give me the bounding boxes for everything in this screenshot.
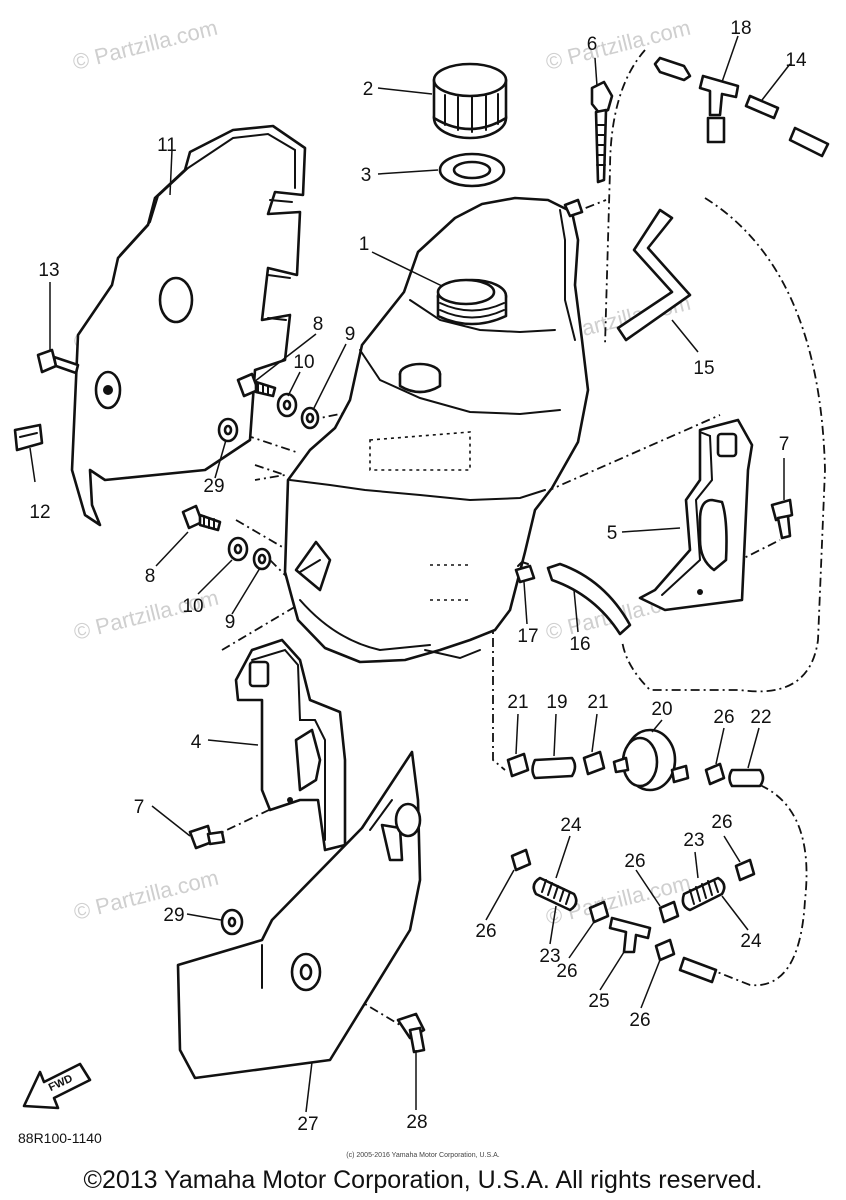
fuel-tank (283, 196, 590, 664)
callout-14: 14 (785, 50, 807, 71)
callout-6: 6 (587, 34, 598, 55)
callout-26: 26 (475, 921, 496, 942)
callout-22: 22 (750, 707, 771, 728)
leader-lines (29, 35, 791, 1113)
callout-13: 13 (38, 260, 59, 281)
copyright-notice: ©2013 Yamaha Motor Corporation, U.S.A. A… (84, 1166, 763, 1194)
hose-clamp-26-e (734, 858, 756, 882)
callout-3: 3 (361, 165, 372, 186)
callout-8: 8 (145, 566, 156, 587)
breather-hose (616, 208, 692, 342)
collar-9-lower (252, 547, 272, 571)
callout-29: 29 (203, 476, 224, 497)
bolt-7-right (770, 498, 794, 540)
t-joint (698, 74, 740, 117)
grommet-29-upper (217, 417, 239, 443)
t-joint-25 (608, 916, 652, 954)
callout-16: 16 (569, 634, 590, 655)
callout-20: 20 (651, 699, 672, 720)
hose-clamp-21-left (506, 752, 530, 778)
callout-21: 21 (507, 692, 528, 713)
callout-18: 18 (730, 18, 751, 39)
callout-24: 24 (560, 815, 582, 836)
hose-clamp-21-right (582, 750, 606, 776)
collar-9-upper (300, 406, 320, 430)
callout-7: 7 (134, 797, 145, 818)
forward-arrow-icon: FWD (22, 1062, 92, 1110)
bolt-7-left (188, 824, 226, 850)
callout-5: 5 (607, 523, 618, 544)
watermark: © Partzilla.com (70, 15, 220, 75)
callout-9: 9 (225, 612, 236, 633)
bolt-8-upper (236, 372, 277, 398)
bracket-left (234, 638, 347, 852)
callout-12: 12 (29, 502, 50, 523)
callout-26: 26 (711, 812, 732, 833)
fuel-filter (612, 728, 690, 792)
bolt-13 (36, 348, 80, 375)
callout-23: 23 (683, 830, 704, 851)
callout-4: 4 (191, 732, 202, 753)
callout-26: 26 (624, 851, 645, 872)
callout-27: 27 (297, 1114, 318, 1135)
hose-22 (728, 768, 765, 788)
hose-clamp-26-a (704, 762, 726, 786)
side-cover-lower (176, 750, 422, 1080)
callout-21: 21 (587, 692, 608, 713)
hose-clamp-26-c (588, 900, 610, 924)
callout-7: 7 (779, 434, 790, 455)
grommet-29-lower (220, 908, 244, 936)
hose-clamp-26-f (654, 938, 676, 962)
fuel-hose-16 (546, 562, 632, 636)
callout-29: 29 (163, 905, 184, 926)
hose-24-left (532, 876, 578, 912)
callout-25: 25 (588, 991, 609, 1012)
callout-9: 9 (345, 324, 356, 345)
side-cover-left (70, 124, 307, 527)
callout-2: 2 (363, 79, 374, 100)
callout-10: 10 (293, 352, 314, 373)
hose-24-right (681, 876, 726, 912)
tank-cap (432, 62, 508, 140)
callout-23: 23 (539, 946, 560, 967)
callout-24: 24 (740, 931, 762, 952)
callout-26: 26 (629, 1010, 650, 1031)
callout-19: 19 (546, 692, 567, 713)
vent-hoses (653, 56, 830, 158)
callout-8: 8 (313, 314, 324, 335)
callout-15: 15 (693, 358, 714, 379)
callout-11: 11 (157, 135, 177, 156)
bolt-28 (396, 1012, 426, 1054)
callout-26: 26 (556, 961, 577, 982)
hose-clamp-26-b (510, 848, 532, 872)
washer-10-lower (227, 536, 249, 562)
hose-19 (531, 756, 577, 780)
hose-lower-right (678, 956, 718, 984)
callout-26: 26 (713, 707, 734, 728)
tank-band (590, 80, 614, 184)
callout-1: 1 (359, 234, 370, 255)
callout-numbers: 2 3 1 6 18 14 11 13 12 8 10 9 29 8 10 9 … (29, 18, 807, 1135)
callout-28: 28 (406, 1112, 427, 1133)
clip (13, 423, 44, 452)
hose-clamp-17 (514, 560, 536, 584)
cap-gasket (438, 152, 506, 188)
hose-clamp-26-d (658, 900, 680, 924)
bracket-right (638, 418, 754, 612)
callout-17: 17 (517, 626, 538, 647)
small-copyright: (c) 2005-2016 Yamaha Motor Corporation, … (346, 1152, 499, 1159)
washer-10-upper (276, 392, 298, 418)
diagram-code: 88R100-1140 (18, 1130, 102, 1146)
bolt-8-lower (181, 504, 222, 532)
callout-10: 10 (182, 596, 203, 617)
